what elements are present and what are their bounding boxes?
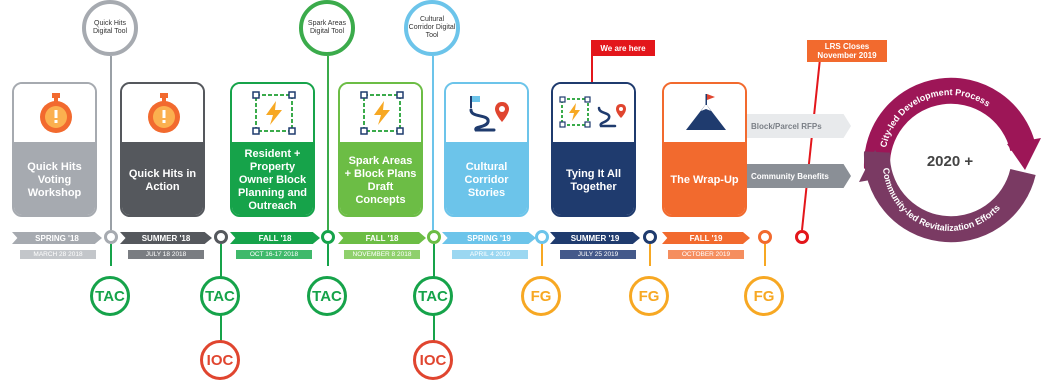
card-icon-area [446, 84, 527, 142]
lrs-closes-flag: LRS Closes November 2019 [807, 40, 887, 62]
season-arrow: FALL '18 [230, 232, 320, 244]
timeline-node [643, 230, 657, 244]
stage-card-quick-hits-in-action: Quick Hits in Action [120, 82, 205, 217]
card-icon-area [14, 84, 95, 142]
date-label: APRIL 4 2019 [452, 250, 528, 259]
tool-line-spark-areas [327, 56, 329, 230]
city-led-arc [863, 77, 1036, 169]
spark-areas-digital-tool: Spark Areas Digital Tool [299, 0, 355, 56]
fg-badge: FG [521, 276, 561, 316]
stage-title: The Wrap-Up [664, 142, 745, 215]
tac-badge: TAC [200, 276, 240, 316]
block-plan-icon [360, 91, 404, 135]
rfps-label: Block/Parcel RFPs [751, 121, 822, 131]
date-label: MARCH 28 2018 [20, 250, 96, 259]
badge-connector [541, 244, 543, 266]
cycle-center-label: 2020 + [927, 153, 974, 170]
fg-badge: FG [744, 276, 784, 316]
date-label: JULY 25 2019 [560, 250, 636, 259]
stage-card-block-planning: Resident + Property Owner Block Planning… [230, 82, 315, 217]
ioc-badge: IOC [413, 340, 453, 380]
card-icon-area [553, 84, 634, 142]
mountain-flag-icon [686, 94, 726, 130]
season-arrow: FALL '18 [338, 232, 426, 244]
date-label: OCT 16-17 2018 [236, 250, 312, 259]
card-icon-area [664, 84, 745, 142]
timeline-node [535, 230, 549, 244]
season-arrow: SPRING '18 [12, 232, 102, 244]
block-parcel-rfps-arrow: Block/Parcel RFPs [747, 114, 851, 138]
card-icon-area [122, 84, 203, 142]
quick-hits-digital-tool: Quick Hits Digital Tool [82, 0, 138, 56]
we-are-here-flag: We are here [591, 40, 655, 56]
revitalization-cycle: City-led Development Process Community-l… [859, 77, 1041, 243]
stage-card-tying-it-together: Tying It All Together [551, 82, 636, 217]
lrs-closes-label: LRS Closes November 2019 [817, 42, 877, 60]
season-arrow: SUMMER '18 [120, 232, 212, 244]
stage-card-quick-hits-voting: Quick Hits Voting Workshop [12, 82, 97, 217]
timeline-node [214, 230, 228, 244]
card-icon-area [232, 84, 313, 142]
stage-title: Tying It All Together [553, 142, 634, 215]
we-are-here-label: We are here [600, 43, 646, 53]
block-plan-icon [252, 91, 296, 135]
timeline-node [427, 230, 441, 244]
badge-connector [110, 244, 112, 266]
stage-title: Quick Hits Voting Workshop [14, 142, 95, 215]
tool-label: Quick Hits Digital Tool [92, 20, 128, 35]
tac-badge: TAC [307, 276, 347, 316]
cultural-corridor-digital-tool: Cultural Corridor Digital Tool [404, 0, 460, 56]
fg-badge: FG [629, 276, 669, 316]
benefits-label: Community Benefits [751, 171, 829, 181]
ioc-badge: IOC [200, 340, 240, 380]
stage-card-wrap-up: The Wrap-Up [662, 82, 747, 217]
community-led-arc [863, 151, 1036, 243]
badge-connector [764, 244, 766, 266]
timeline-node [795, 230, 809, 244]
date-label: JULY 18 2018 [128, 250, 204, 259]
community-benefits-arrow: Community Benefits [747, 164, 851, 188]
season-arrow: FALL '19 [662, 232, 750, 244]
stage-title: Quick Hits in Action [122, 142, 203, 215]
stage-title: Spark Areas + Block Plans Draft Concepts [340, 142, 421, 215]
badge-connector [649, 244, 651, 266]
date-label: NOVEMBER 8 2018 [344, 250, 420, 259]
stage-card-cultural-corridor: Cultural Corridor Stories [444, 82, 529, 217]
tac-badge: TAC [413, 276, 453, 316]
block-route-icon [559, 96, 626, 128]
tac-badge: TAC [90, 276, 130, 316]
community-led-arrowhead [859, 150, 893, 182]
tool-label: Spark Areas Digital Tool [307, 20, 347, 35]
stage-title: Resident + Property Owner Block Planning… [232, 142, 313, 215]
tool-label: Cultural Corridor Digital Tool [408, 16, 456, 39]
stage-title: Cultural Corridor Stories [446, 142, 527, 215]
timeline-node [104, 230, 118, 244]
timeline-node [758, 230, 772, 244]
city-led-arrowhead [1007, 138, 1041, 170]
season-arrow: SPRING '19 [442, 232, 536, 244]
timeline-node [321, 230, 335, 244]
we-are-here-pole [591, 40, 593, 84]
tool-line-cultural-corridor [432, 56, 434, 230]
stopwatch-icon [148, 93, 180, 133]
route-pin-icon [469, 96, 509, 132]
card-icon-area [340, 84, 421, 142]
stage-card-spark-areas: Spark Areas + Block Plans Draft Concepts [338, 82, 423, 217]
season-arrow: SUMMER '19 [550, 232, 640, 244]
stopwatch-icon [40, 93, 72, 133]
badge-connector [327, 244, 329, 266]
date-label: OCTOBER 2019 [668, 250, 744, 259]
tool-line-quick-hits [110, 56, 112, 230]
